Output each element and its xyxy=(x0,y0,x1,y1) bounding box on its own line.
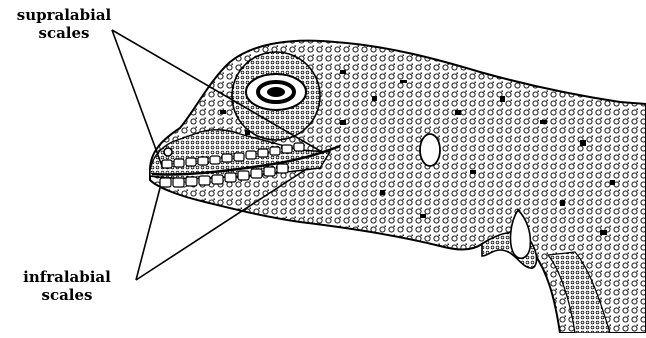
supralabial-label-line2: scales xyxy=(4,24,124,42)
supralabial-label-line1: supralabial xyxy=(4,6,124,24)
supralabial-label: supralabial scales xyxy=(4,6,124,42)
eye xyxy=(232,52,320,140)
nostril xyxy=(164,148,172,156)
infralabial-label-line1: infralabial xyxy=(2,268,132,286)
ear-opening xyxy=(420,134,440,166)
infralabial-label: infralabial scales xyxy=(2,268,132,304)
infralabial-label-line2: scales xyxy=(2,286,132,304)
supralabial-leader-1 xyxy=(112,30,162,166)
